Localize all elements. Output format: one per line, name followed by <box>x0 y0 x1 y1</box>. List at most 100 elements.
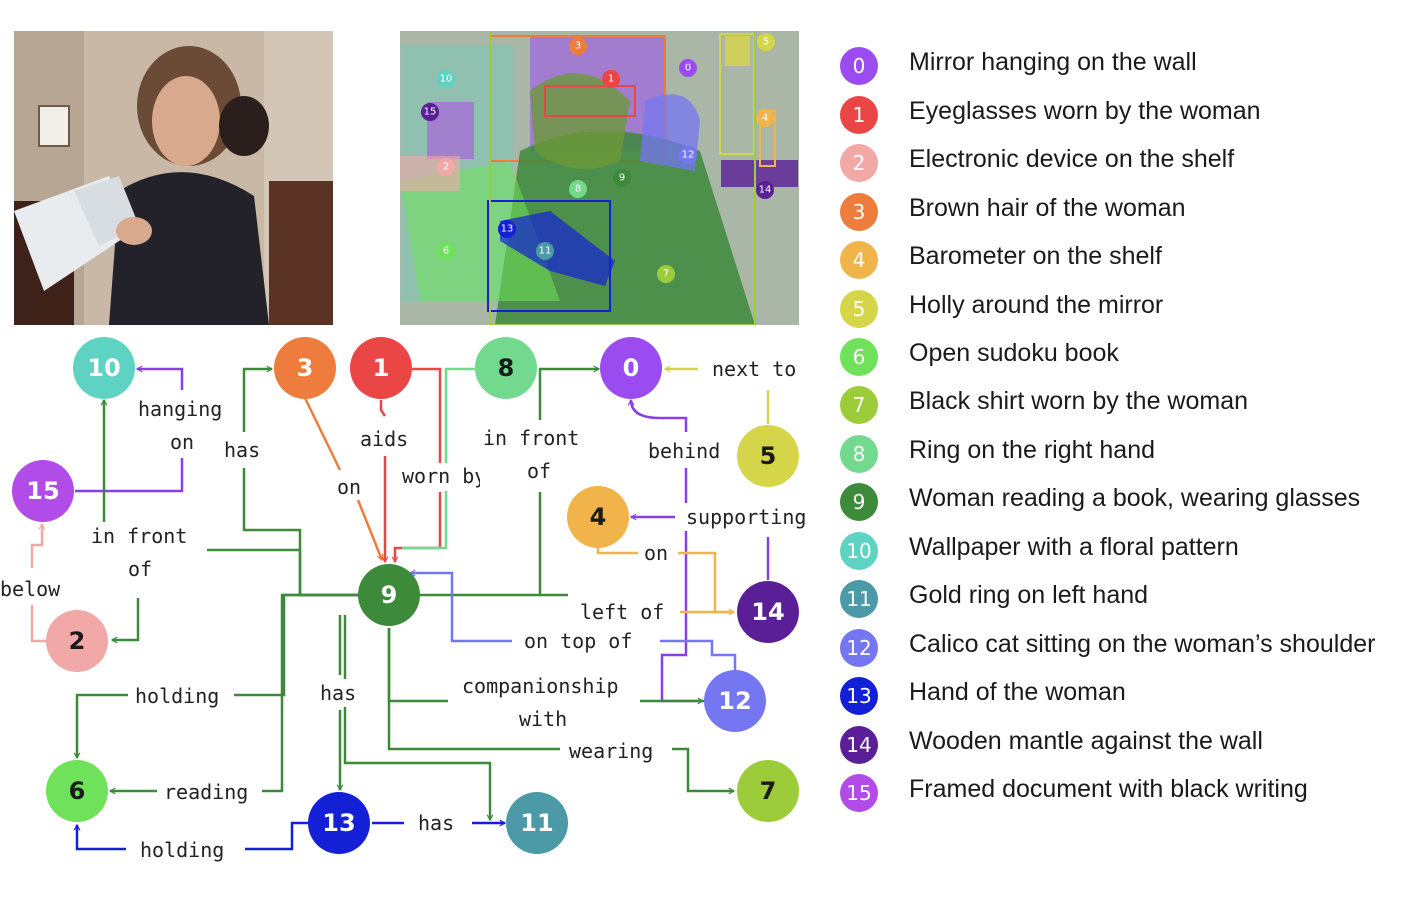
graph-node-4[interactable]: 4 <box>567 486 629 548</box>
svg-text:6: 6 <box>443 246 449 257</box>
edge-label-behind: behind <box>648 439 720 463</box>
graph-node-0[interactable]: 0 <box>600 337 662 399</box>
legend-item: 5 Holly around the mirror <box>840 285 1415 328</box>
edge-label-supporting: supporting <box>686 505 806 529</box>
edge-label-aids: aids <box>360 427 408 451</box>
edge-line-15-10 <box>75 458 184 493</box>
graph-node-label: 4 <box>590 503 607 531</box>
graph-node-8[interactable]: 8 <box>475 337 537 399</box>
edge-label-wearing: wearing <box>569 739 653 763</box>
edge-label-on-3: on <box>337 475 361 499</box>
edge-line-9-0-b <box>538 369 599 420</box>
graph-node-label: 3 <box>297 354 314 382</box>
edge-line-3-9-b <box>356 499 382 560</box>
graph-node-2[interactable]: 2 <box>46 610 108 672</box>
graph-node-10[interactable]: 10 <box>73 337 135 399</box>
legend-label: Wallpaper with a floral pattern <box>909 533 1239 561</box>
graph-node-6[interactable]: 6 <box>46 760 108 822</box>
svg-text:11: 11 <box>539 246 552 257</box>
edge-labels: hanging on has aids on worn by in front … <box>0 355 816 864</box>
svg-text:3: 3 <box>575 41 581 52</box>
edge-line-13-6-b <box>77 825 126 851</box>
graph-node-label: 9 <box>381 581 398 609</box>
edge-line-2-15 <box>30 605 47 643</box>
legend-label: Hand of the woman <box>909 678 1126 706</box>
legend-dot: 12 <box>840 629 878 667</box>
legend-dot: 11 <box>840 580 878 618</box>
legend-dot: 6 <box>840 338 878 376</box>
edge-line-9-2-b <box>112 598 140 640</box>
edge-line-2-15-b <box>30 524 42 568</box>
legend-item: 7 Black shirt worn by the woman <box>840 381 1415 424</box>
segmentation-photo-art: 3 0 1 5 10 15 4 12 2 9 14 8 13 11 6 7 <box>400 31 799 325</box>
legend-item: 2 Electronic device on the shelf <box>840 139 1415 182</box>
legend-item: 14 Wooden mantle against the wall <box>840 721 1415 764</box>
edge-line-9-0 <box>420 492 542 597</box>
edge-label-reading: reading <box>164 780 248 804</box>
legend-dot: 0 <box>840 47 878 85</box>
edge-line-9-6-holding-b <box>77 693 128 758</box>
graph-node-11[interactable]: 11 <box>506 792 568 854</box>
source-photo-art <box>14 31 333 325</box>
legend-item: 12 Calico cat sitting on the woman’s sho… <box>840 624 1415 667</box>
legend-dot: 13 <box>840 677 878 715</box>
legend-label: Open sudoku book <box>909 339 1119 367</box>
svg-text:0: 0 <box>685 63 691 74</box>
edge-line-3-9 <box>303 397 342 471</box>
edge-label-companionship-1: companionship <box>462 674 619 698</box>
legend-label: Gold ring on left hand <box>909 581 1149 609</box>
graph-node-14[interactable]: 14 <box>737 581 799 643</box>
graph-node-13[interactable]: 13 <box>308 792 370 854</box>
graph-node-7[interactable]: 7 <box>737 760 799 822</box>
graph-node-label: 5 <box>760 442 777 470</box>
svg-text:15: 15 <box>424 107 437 118</box>
graph-node-label: 13 <box>322 809 355 837</box>
graph-node-9[interactable]: 9 <box>358 564 420 626</box>
legend-dot: 5 <box>840 290 878 328</box>
edge-line-9-12 <box>387 628 448 703</box>
graph-node-3[interactable]: 3 <box>274 337 336 399</box>
edge-line-12-0 <box>660 468 706 703</box>
legend-dot: 7 <box>840 386 878 424</box>
edge-line-9-7 <box>387 628 560 751</box>
edge-line-12-9 <box>660 639 737 670</box>
edge-label-has-13: has <box>320 681 356 705</box>
legend-dot: 9 <box>840 483 878 521</box>
svg-text:4: 4 <box>762 113 768 124</box>
edge-label-has-3: has <box>224 438 260 462</box>
edge-line-9-2 <box>207 548 360 597</box>
legend-item: 3 Brown hair of the woman <box>840 188 1415 231</box>
edge-line-1-9-w <box>412 367 442 463</box>
svg-text:14: 14 <box>759 185 772 196</box>
scene-graph: hanging on has aids on worn by in front … <box>0 337 816 864</box>
graph-node-label: 7 <box>760 777 777 805</box>
graph-node-label: 10 <box>87 354 120 382</box>
svg-text:7: 7 <box>663 269 669 280</box>
edge-line-12-0-b <box>631 400 688 432</box>
edge-label-below: below <box>0 577 61 601</box>
svg-text:8: 8 <box>575 184 581 195</box>
legend-label: Mirror hanging on the wall <box>909 48 1197 76</box>
edge-label-on-top-of: on top of <box>524 629 632 653</box>
edge-line-9-3-b <box>242 369 272 432</box>
legend-item: 13 Hand of the woman <box>840 672 1415 715</box>
edge-label-next-to: next to <box>712 357 796 381</box>
edge-label-holding-6: holding <box>135 684 219 708</box>
graph-node-1[interactable]: 1 <box>350 337 412 399</box>
graph-node-15[interactable]: 15 <box>12 460 74 522</box>
edge-line-1-9 <box>379 400 387 417</box>
edge-label-worn-by: worn by <box>402 464 486 488</box>
edge-label-hanging-on-2: on <box>170 430 194 454</box>
legend-dot: 10 <box>840 532 878 570</box>
graph-node-label: 15 <box>26 477 59 505</box>
graph-node-label: 1 <box>373 354 390 382</box>
graph-node-label: 11 <box>520 809 553 837</box>
legend-dot: 3 <box>840 193 878 231</box>
svg-text:5: 5 <box>763 37 769 48</box>
graph-node-5[interactable]: 5 <box>737 425 799 487</box>
legend-item: 15 Framed document with black writing <box>840 769 1415 812</box>
svg-text:10: 10 <box>440 74 453 85</box>
graph-node-12[interactable]: 12 <box>704 670 766 732</box>
edge-line-9-7-b <box>672 747 734 791</box>
edge-label-in-front-of-2-2: of <box>128 557 152 581</box>
